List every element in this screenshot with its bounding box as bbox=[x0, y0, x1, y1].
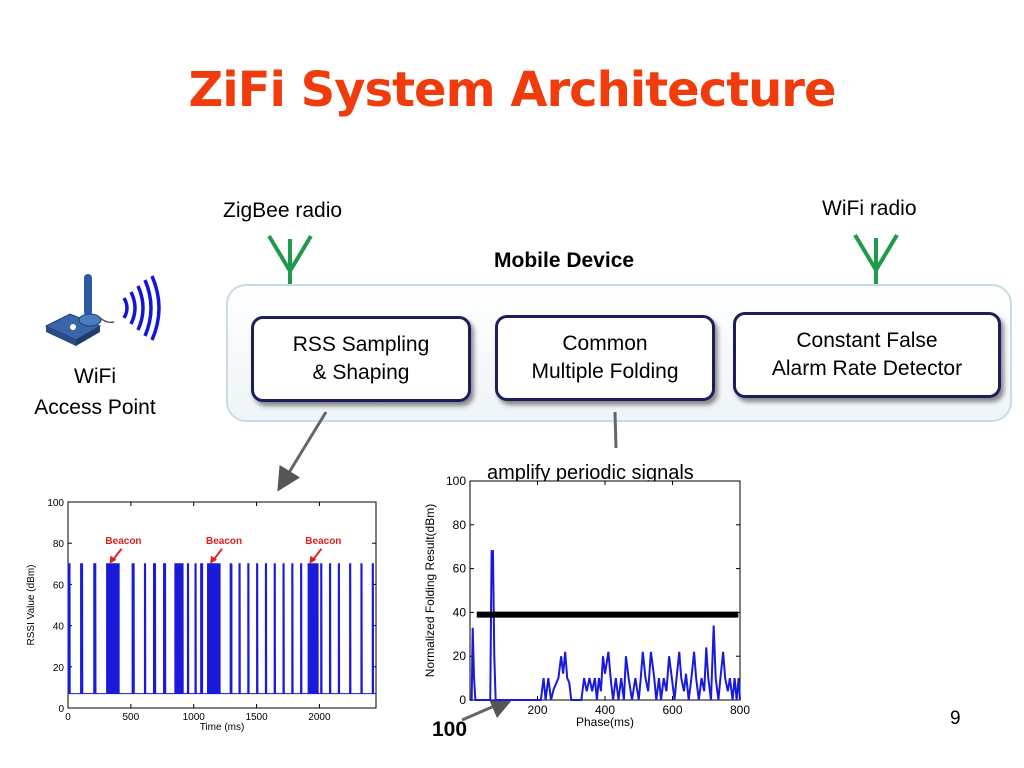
y-tick-label: 20 bbox=[453, 649, 467, 663]
mobile-device-label: Mobile Device bbox=[494, 249, 635, 272]
block-line: Multiple Folding bbox=[531, 360, 679, 383]
beacon-arrowhead bbox=[109, 555, 117, 564]
beacon-arrowhead bbox=[309, 555, 317, 564]
folding-to-chart-arrow bbox=[613, 411, 618, 449]
amplify-label: amplify periodic signals bbox=[487, 462, 694, 484]
zigbee-antenna-icon bbox=[267, 234, 313, 285]
slide-number: 9 bbox=[950, 708, 961, 729]
wifi-radio-label: WiFi radio bbox=[822, 197, 917, 220]
x-tick-label: 1500 bbox=[245, 712, 268, 723]
x-tick-label: 0 bbox=[65, 712, 71, 723]
folding-series-line bbox=[470, 550, 741, 701]
beacon-annotation-label: Beacon bbox=[105, 536, 141, 547]
x-tick-label: 2000 bbox=[308, 712, 331, 723]
x-tick-label: 400 bbox=[595, 703, 615, 717]
y-axis-label: RSSI Value (dBm) bbox=[26, 565, 37, 646]
block-line: & Shaping bbox=[312, 361, 410, 384]
rssi-series-line bbox=[67, 563, 376, 695]
y-tick-label: 0 bbox=[58, 704, 64, 715]
wifi-antenna-icon bbox=[853, 233, 899, 284]
x-tick-label: 600 bbox=[662, 703, 682, 717]
beacon-arrowhead bbox=[210, 555, 218, 564]
block-line: Common bbox=[562, 332, 648, 355]
wifi-access-point-icon bbox=[44, 274, 161, 346]
hundred-arrow bbox=[461, 695, 515, 722]
y-tick-label: 20 bbox=[53, 663, 65, 674]
y-tick-label: 80 bbox=[453, 518, 467, 532]
y-tick-label: 60 bbox=[53, 580, 65, 591]
y-tick-label: 60 bbox=[453, 562, 467, 576]
rss-to-chart-arrow bbox=[277, 411, 328, 492]
x-tick-label: 500 bbox=[123, 712, 140, 723]
beacon-annotation-label: Beacon bbox=[206, 536, 242, 547]
y-tick-label: 100 bbox=[47, 498, 64, 509]
access-point-label-line1: WiFi bbox=[74, 365, 116, 388]
common-multiple-folding-block: Common Multiple Folding bbox=[495, 315, 715, 401]
x-axis-label: Time (ms) bbox=[200, 722, 245, 733]
cfar-detector-block: Constant False Alarm Rate Detector bbox=[733, 312, 1001, 398]
y-tick-label: 80 bbox=[53, 539, 65, 550]
y-axis-label: Normalized Folding Result(dBm) bbox=[423, 504, 437, 677]
hundred-label: 100 bbox=[432, 718, 468, 741]
x-tick-label: 200 bbox=[527, 703, 547, 717]
x-tick-label: 1000 bbox=[183, 712, 206, 723]
access-point-label-line2: Access Point bbox=[34, 396, 156, 419]
block-line: Constant False bbox=[796, 329, 938, 352]
zigbee-radio-label: ZigBee radio bbox=[223, 199, 343, 222]
rss-sampling-block: RSS Sampling & Shaping bbox=[251, 316, 471, 402]
x-tick-label: 800 bbox=[730, 703, 750, 717]
y-tick-label: 0 bbox=[459, 693, 466, 707]
block-line: Alarm Rate Detector bbox=[771, 357, 963, 380]
y-tick-label: 40 bbox=[453, 605, 467, 619]
y-tick-label: 100 bbox=[446, 474, 466, 488]
slide-title: ZiFi System Architecture bbox=[188, 62, 836, 118]
beacon-annotation-label: Beacon bbox=[305, 536, 341, 547]
x-axis-label: Phase(ms) bbox=[576, 715, 634, 729]
y-tick-label: 40 bbox=[53, 622, 65, 633]
block-line: RSS Sampling bbox=[292, 333, 430, 356]
